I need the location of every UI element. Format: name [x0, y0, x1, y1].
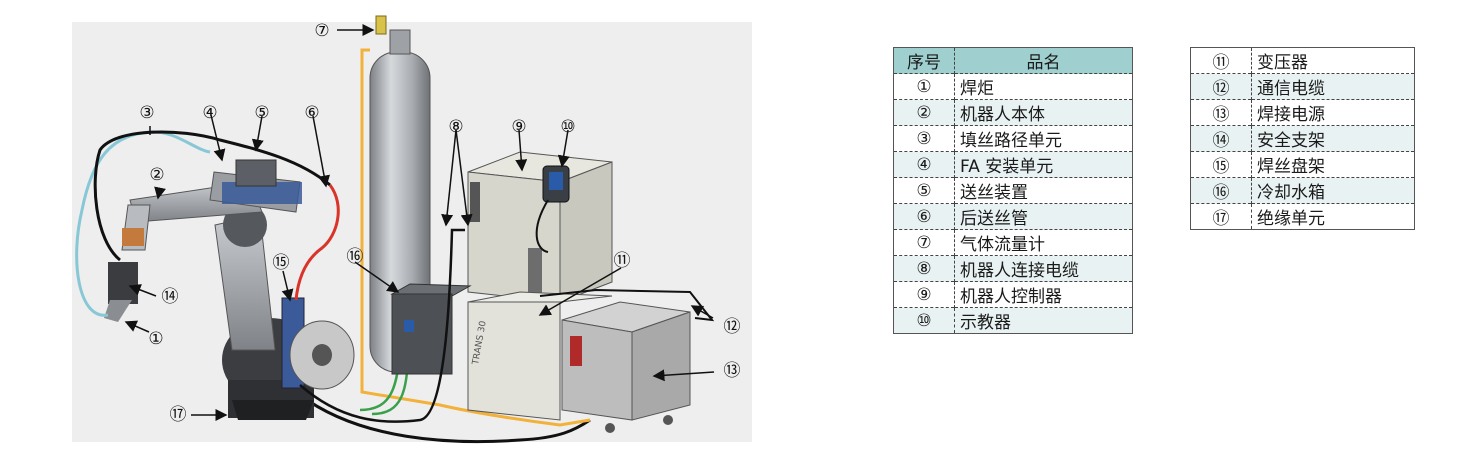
row-name: 送丝装置	[954, 177, 1133, 204]
table-row: ⑦ 气体流量计	[893, 229, 1133, 256]
table-row: ⑧ 机器人连接电缆	[893, 255, 1133, 282]
row-number: ⑫	[1190, 73, 1252, 100]
table-row: ③ 填丝路径单元	[893, 125, 1133, 152]
callout-17: ⑰	[170, 405, 187, 425]
callout-13: ⑬	[724, 361, 741, 381]
row-name: 冷却水箱	[1251, 177, 1415, 204]
row-name: FA 安装单元	[954, 151, 1133, 178]
leader-lines	[124, 24, 715, 421]
callout-2: ②	[149, 165, 164, 185]
row-number: ⑮	[1190, 151, 1252, 178]
callout-9: ⑨	[511, 117, 526, 137]
table-row: ④ FA 安装单元	[893, 151, 1133, 178]
gas-hose	[360, 48, 591, 427]
table-row: ⑭ 安全支架	[1190, 125, 1415, 152]
welding-power-source	[561, 301, 691, 433]
row-name: 机器人控制器	[954, 281, 1133, 308]
table-row: ② 机器人本体	[893, 99, 1133, 126]
row-name: 焊炬	[954, 73, 1133, 100]
row-number: ⑦	[893, 229, 955, 256]
robot-controller	[467, 151, 613, 303]
callout-12: ⑫	[724, 317, 741, 337]
teach-pendant	[535, 165, 570, 253]
callout-6: ⑥	[304, 103, 319, 123]
callout-4: ④	[202, 103, 217, 123]
welding-robot-system-diagram: TRANS 30	[72, 15, 752, 444]
row-name: 绝缘单元	[1251, 203, 1415, 230]
transformer: TRANS 30	[467, 291, 613, 421]
row-number: ⑯	[1190, 177, 1252, 204]
row-number: ①	[893, 73, 955, 100]
row-name: 后送丝管	[954, 203, 1133, 230]
table-row: ⑫ 通信电缆	[1190, 73, 1415, 100]
callout-11: ⑪	[614, 251, 631, 271]
ground-cable	[299, 393, 591, 444]
row-number: ⑰	[1190, 203, 1252, 230]
wire-spool-holder	[281, 297, 355, 390]
table-row: ⑬ 焊接电源	[1190, 99, 1415, 126]
table-row: ⑮ 焊丝盘架	[1190, 151, 1415, 178]
table-row: ⑤ 送丝装置	[893, 177, 1133, 204]
row-number: ⑪	[1190, 47, 1252, 74]
callout-1: ①	[148, 329, 163, 349]
row-name: 变压器	[1251, 47, 1415, 74]
row-name: 通信电缆	[1251, 73, 1415, 100]
row-number: ⑨	[893, 281, 955, 308]
table-row: ⑩ 示教器	[893, 307, 1133, 334]
header-name: 品名	[954, 47, 1133, 74]
table-row: ⑥ 后送丝管	[893, 203, 1133, 230]
callout-14: ⑭	[162, 287, 179, 307]
row-number: ②	[893, 99, 955, 126]
communication-cable	[539, 288, 715, 322]
row-name: 示教器	[954, 307, 1133, 334]
header-number: 序号	[893, 47, 955, 74]
row-name: 气体流量计	[954, 229, 1133, 256]
row-name: 机器人连接电缆	[954, 255, 1133, 282]
table-row: ⑯ 冷却水箱	[1190, 177, 1415, 204]
row-name: 机器人本体	[954, 99, 1133, 126]
table-row: ⑪ 变压器	[1190, 47, 1415, 74]
callout-7: ⑦	[314, 21, 329, 41]
row-number: ⑥	[893, 203, 955, 230]
callout-16: ⑯	[347, 247, 364, 267]
callout-10: ⑩	[560, 117, 575, 137]
row-name: 填丝路径单元	[954, 125, 1133, 152]
row-number: ⑩	[893, 307, 955, 334]
callout-8: ⑧	[448, 117, 463, 137]
row-name: 安全支架	[1251, 125, 1415, 152]
parts-table-right: ⑪ 变压器 ⑫ 通信电缆 ⑬ 焊接电源 ⑭ 安全支架 ⑮ 焊丝盘架 ⑯ 冷却水箱…	[1190, 47, 1415, 230]
parts-table-left: 序号 品名 ① 焊炬 ② 机器人本体 ③ 填丝路径单元 ④ FA 安装单元 ⑤ …	[893, 47, 1133, 334]
callout-3: ③	[139, 103, 154, 123]
row-number: ③	[893, 125, 955, 152]
callout-15: ⑮	[273, 253, 290, 273]
table-row: ⑨ 机器人控制器	[893, 281, 1133, 308]
row-number: ④	[893, 151, 955, 178]
row-number: ⑧	[893, 255, 955, 282]
table-row: ⑰ 绝缘单元	[1190, 203, 1415, 230]
row-number: ⑭	[1190, 125, 1252, 152]
row-name: 焊接电源	[1251, 99, 1415, 126]
table-row: ① 焊炬	[893, 73, 1133, 100]
row-name: 焊丝盘架	[1251, 151, 1415, 178]
back-feed-tube	[294, 184, 340, 301]
robot-connection-cable	[299, 228, 465, 423]
callout-5: ⑤	[254, 103, 269, 123]
row-number: ⑬	[1190, 99, 1252, 126]
row-number: ⑤	[893, 177, 955, 204]
